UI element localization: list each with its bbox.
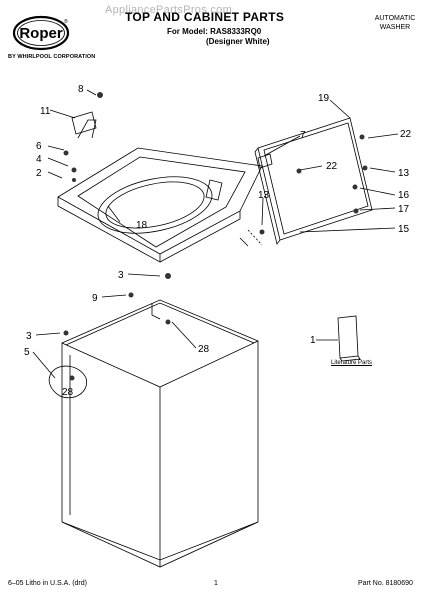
callout-label: 3 <box>26 331 32 342</box>
lid-outline <box>257 117 373 241</box>
callout-label: 16 <box>398 190 410 201</box>
literature-parts-label: Literature Parts <box>331 360 373 366</box>
lid-opening <box>97 176 213 234</box>
logo-text: Roper <box>19 25 63 42</box>
roper-logo: Roper ® <box>12 15 70 51</box>
product-type-line1: AUTOMATIC <box>374 15 416 22</box>
page-title: TOP AND CABINET PARTS <box>125 10 285 24</box>
washer-top-inner <box>77 156 246 248</box>
callout-label: 1 <box>310 335 316 346</box>
callout-label: 13 <box>398 168 410 179</box>
callout-label: 3 <box>118 270 124 281</box>
watermark: AppliancePartsPros.com <box>105 4 233 16</box>
callout-label: 5 <box>24 347 30 358</box>
callout-label: 11 <box>40 106 51 117</box>
footer-page-number: 1 <box>214 580 218 587</box>
callout-label: 28 <box>62 387 74 398</box>
callout-label: 8 <box>78 84 84 95</box>
callout-label: 9 <box>92 293 98 304</box>
washer-top-outline <box>57 147 263 255</box>
callout-label: 22 <box>400 129 412 140</box>
product-type-line2: WASHER <box>379 24 411 31</box>
footer-litho: 6–05 Litho in U.S.A. (drd) <box>8 580 87 587</box>
logo-subtitle: BY WHIRLPOOL CORPORATION <box>8 54 96 60</box>
footer-part-number: Part No. 8180690 <box>358 580 413 587</box>
callout-label: 7 <box>300 130 306 141</box>
callout-label: 2 <box>36 168 42 179</box>
callout-labels: 8 11 6 4 2 7 18 19 22 22 13 13 16 17 15 … <box>24 84 412 398</box>
callout-label: 15 <box>398 224 410 235</box>
model-line: For Model: RAS8333RQ0 <box>167 27 262 36</box>
callout-label: 6 <box>36 141 42 152</box>
product-type: AUTOMATIC WASHER <box>360 14 430 32</box>
variant-line: (Designer White) <box>206 37 270 46</box>
callout-label: 18 <box>136 220 148 231</box>
callout-label: 22 <box>326 161 338 172</box>
registered-mark: ® <box>64 18 68 25</box>
callout-label: 13 <box>258 190 270 201</box>
callout-label: 17 <box>398 204 410 215</box>
callout-label: 4 <box>36 154 42 165</box>
callout-label: 19 <box>318 93 330 104</box>
callout-label: 28 <box>198 344 210 355</box>
literature-booklet <box>337 315 359 359</box>
